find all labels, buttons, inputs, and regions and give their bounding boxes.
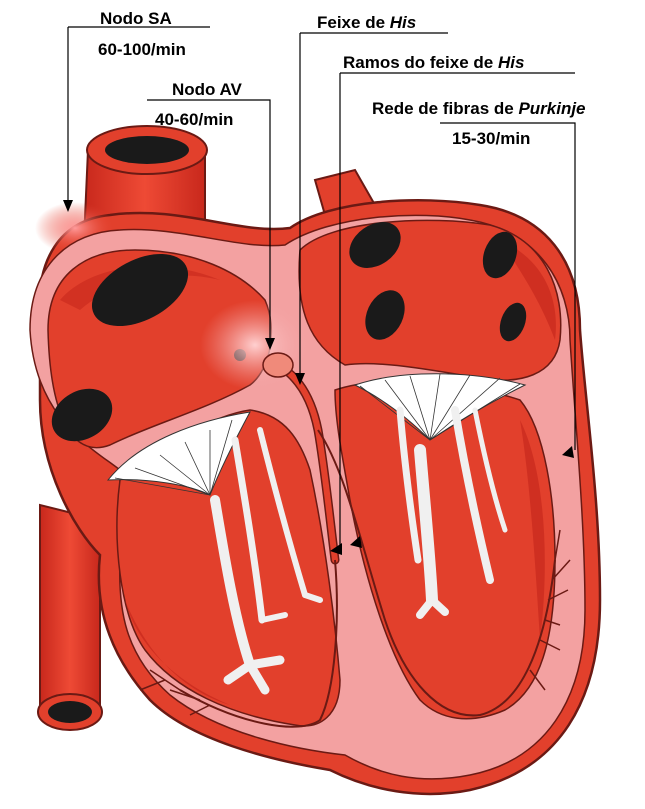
- label-purkinje-prefix: Rede de fibras de: [372, 99, 518, 118]
- label-ramos-his-prefix: Ramos do feixe de: [343, 53, 498, 72]
- label-feixe-his-italic: His: [390, 13, 416, 32]
- label-purkinje: Rede de fibras de Purkinje: [372, 99, 586, 119]
- label-ramos-his-italic: His: [498, 53, 524, 72]
- label-nodo-av-rate: 40-60/min: [155, 110, 233, 130]
- label-purkinje-rate: 15-30/min: [452, 129, 530, 149]
- label-feixe-his-prefix: Feixe de: [317, 13, 390, 32]
- label-feixe-his: Feixe de His: [317, 13, 416, 33]
- label-ramos-his: Ramos do feixe de His: [343, 53, 524, 73]
- label-nodo-av-name: Nodo AV: [172, 80, 242, 100]
- label-nodo-sa-rate: 60-100/min: [98, 40, 186, 60]
- label-nodo-sa-name: Nodo SA: [100, 9, 172, 29]
- av-node: [263, 353, 293, 377]
- left-atrium: [299, 220, 561, 380]
- label-purkinje-italic: Purkinje: [518, 99, 585, 118]
